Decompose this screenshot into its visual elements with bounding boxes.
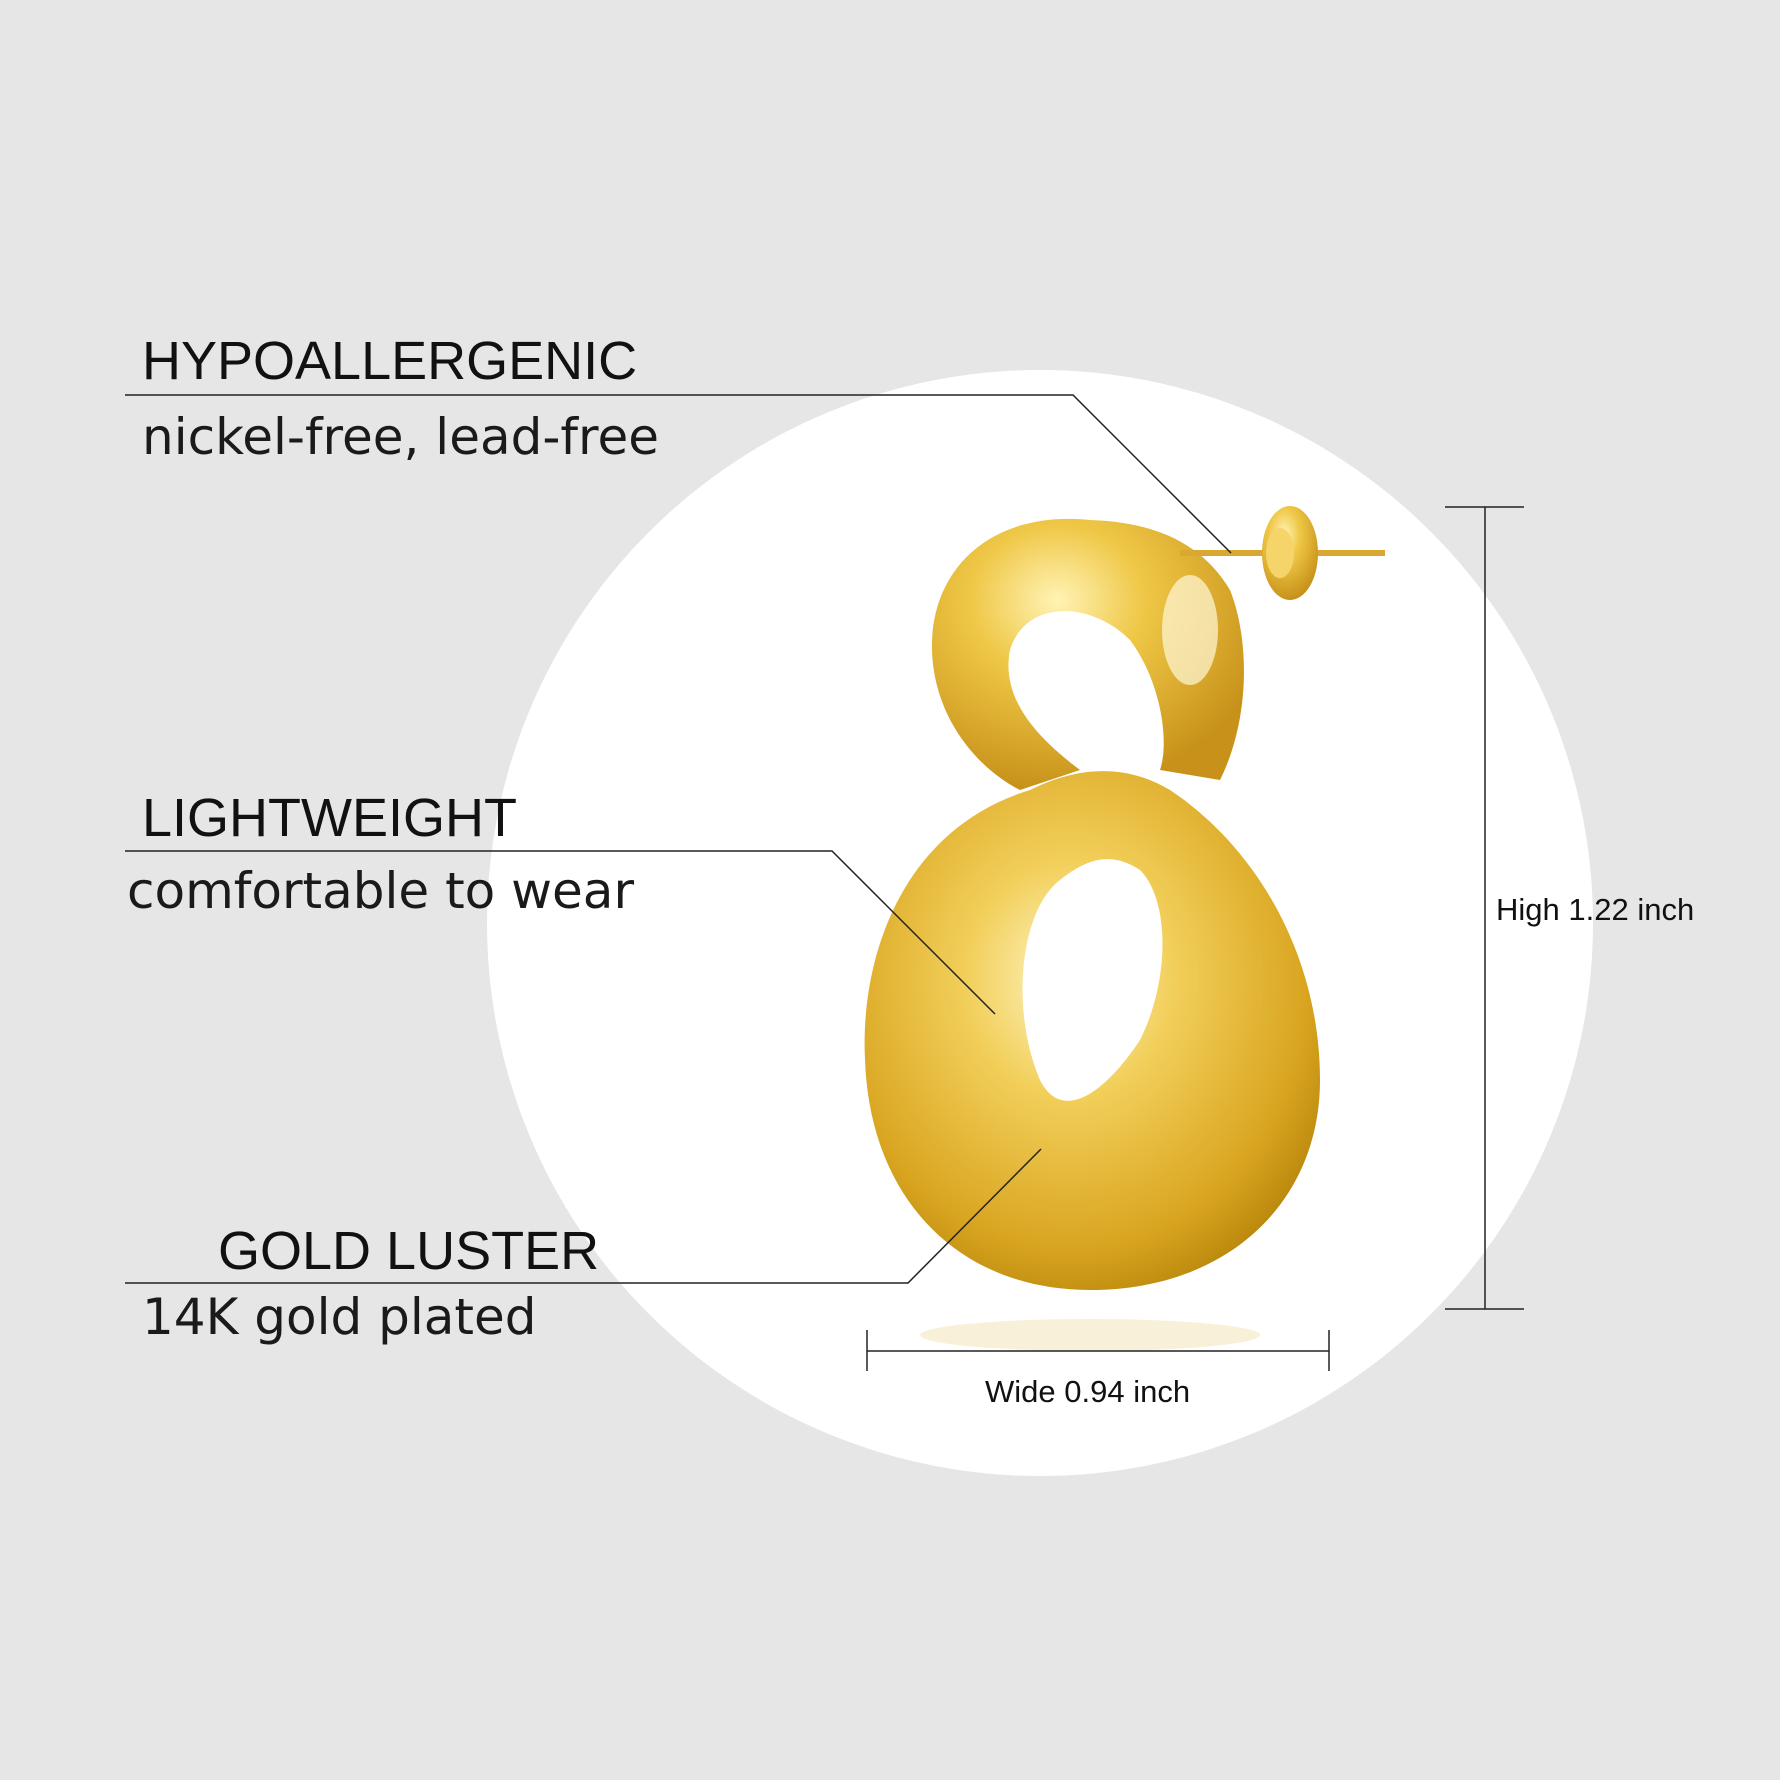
callout-line-gold-luster xyxy=(125,1148,1042,1284)
height-dimension-line xyxy=(1445,506,1524,1310)
feature-title-hypoallergenic: HYPOALLERGENIC xyxy=(142,331,638,391)
feature-title-gold-luster: GOLD LUSTER xyxy=(218,1221,600,1281)
callout-line-lightweight xyxy=(125,850,996,1015)
width-dimension-line xyxy=(866,1330,1330,1371)
callout-line-hypoallergenic xyxy=(125,394,1232,554)
width-label: Wide 0.94 inch xyxy=(985,1374,1191,1409)
feature-subtitle-lightweight: comfortable to wear xyxy=(127,862,635,920)
feature-title-lightweight: LIGHTWEIGHT xyxy=(142,788,517,848)
feature-subtitle-gold-luster: 14K gold plated xyxy=(142,1288,537,1346)
height-label: High 1.22 inch xyxy=(1496,892,1695,927)
feature-subtitle-hypoallergenic: nickel-free, lead-free xyxy=(142,408,659,466)
earring-image xyxy=(864,506,1385,1351)
